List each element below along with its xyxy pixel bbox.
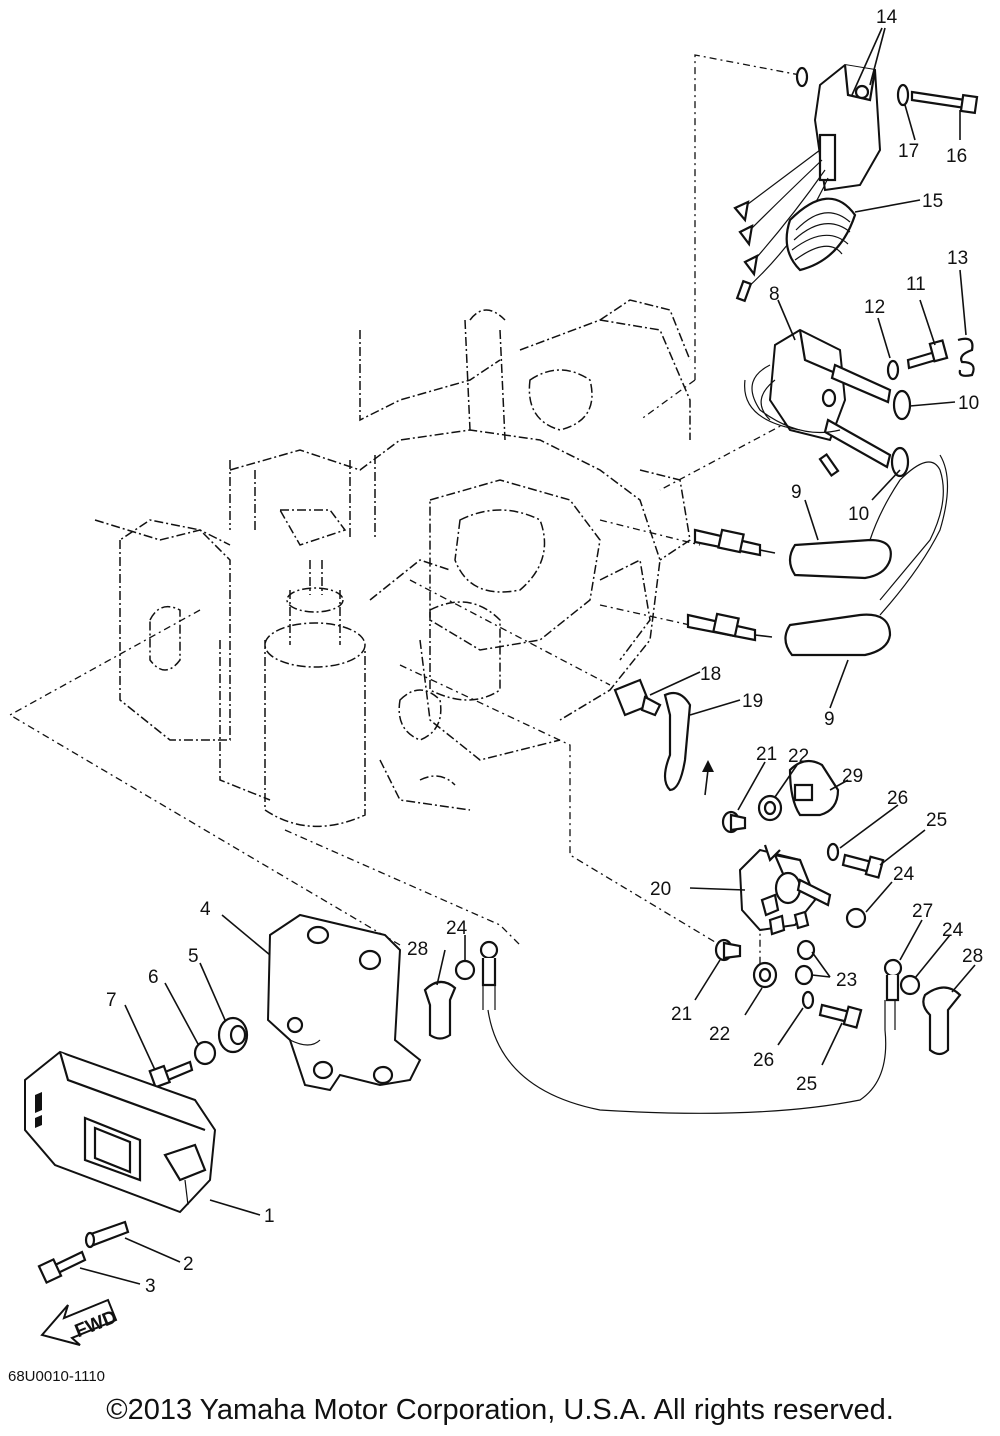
part-boot-28-left [423,980,457,1040]
part-washer-6 [193,1040,217,1066]
part-plug-cap-10b [890,446,910,478]
callout-22-upper: 22 [788,746,809,767]
part-plug-boot-9-lower [744,379,949,657]
part-terminal-27 [883,958,903,1030]
part-nut-24-left [454,959,476,981]
callout-24-left: 24 [446,918,468,939]
part-washer-26-upper [826,842,840,862]
part-plug-cap-10a [892,389,912,421]
part-bolt-3 [37,1250,87,1284]
part-washer-top [795,66,809,88]
part-pin-21-upper [721,810,747,834]
part-bracket-plate [266,913,422,1092]
callout-19: 19 [742,691,763,712]
callout-25-lower: 25 [796,1074,817,1095]
callout-5: 5 [188,946,199,967]
callout-2: 2 [183,1254,194,1275]
part-sensor-18 [613,678,662,717]
engine-block-outline [94,299,691,811]
part-nut-23 [760,893,816,986]
callout-21-upper: 21 [756,744,777,765]
part-ignition-unit [733,63,882,303]
part-grommet-22-lower [752,961,778,989]
callout-15: 15 [922,191,943,212]
starter-motor-outline [264,509,501,828]
callout-14: 14 [876,7,898,28]
part-clip-13 [957,337,975,377]
callout-28-left: 28 [407,939,428,960]
callout-13: 13 [947,248,968,269]
part-spark-plug-upper [693,528,776,557]
part-washer-17 [896,83,910,107]
part-grommet-22-upper [757,794,783,822]
leader-lines [79,27,976,1285]
part-bolt-11 [906,339,949,370]
callout-23: 23 [836,970,857,991]
part-bolt-25-upper [841,853,885,879]
callout-9-lower: 9 [824,709,835,730]
callout-6: 6 [148,967,159,988]
copyright-notice: ©2013 Yamaha Motor Corporation, U.S.A. A… [106,1394,894,1426]
callout-24-right-upper: 24 [893,864,915,885]
callout-17: 17 [898,141,919,162]
part-bolt-7 [148,1060,194,1089]
part-ignition-coil [751,328,892,478]
callout-3: 3 [145,1276,156,1297]
callout-16: 16 [946,146,967,167]
callout-29: 29 [842,766,863,787]
part-cap-19 [663,691,714,796]
part-bolt-25-lower [818,1003,863,1029]
part-nut-24-right-upper [845,907,867,929]
callout-4: 4 [200,899,211,920]
callout-28-right: 28 [962,946,983,967]
callout-8: 8 [769,284,780,305]
part-relay-20 [738,844,832,932]
connection-lines [8,54,821,970]
fwd-direction-arrow: FWD [40,1298,120,1346]
callout-24-right-lower: 24 [942,920,964,941]
diagram-code: 68U0010-1110 [8,1368,106,1385]
callout-18: 18 [700,664,721,685]
part-plug-boot-9-upper [788,461,944,601]
callout-10-upper: 10 [958,393,979,414]
callout-20: 20 [650,879,671,900]
callout-26-lower: 26 [753,1050,774,1071]
callout-1: 1 [264,1206,275,1227]
callout-25-upper: 25 [926,810,947,831]
part-washer-12 [886,359,900,381]
callout-10-lower: 10 [848,504,869,525]
callout-12: 12 [864,297,885,318]
callout-26-upper: 26 [887,788,908,809]
callout-27: 27 [912,901,933,922]
callout-numbers: 1 2 3 4 5 6 7 8 9 9 10 10 11 12 13 14 15… [106,7,983,1297]
part-cdi-unit [24,1050,217,1214]
part-nut-24-right-lower [899,974,921,996]
part-pin-21-lower [714,938,742,962]
part-spark-plug-lower [686,612,773,642]
part-grommet-5 [217,1016,249,1054]
part-boot-28-right [922,986,962,1056]
part-washer-26-lower [801,990,815,1010]
callout-9-upper: 9 [791,482,802,503]
part-terminal-left [479,940,499,1010]
callout-21-lower: 21 [671,1004,692,1025]
callout-22-lower: 22 [709,1024,730,1045]
part-bolt-16 [910,90,979,115]
part-coil-spring [785,197,857,272]
callout-11: 11 [906,274,926,295]
callout-7: 7 [106,990,117,1011]
part-grommet-29 [788,759,840,817]
part-collar-2 [84,1220,130,1249]
wire-harness-lower [487,1009,887,1114]
